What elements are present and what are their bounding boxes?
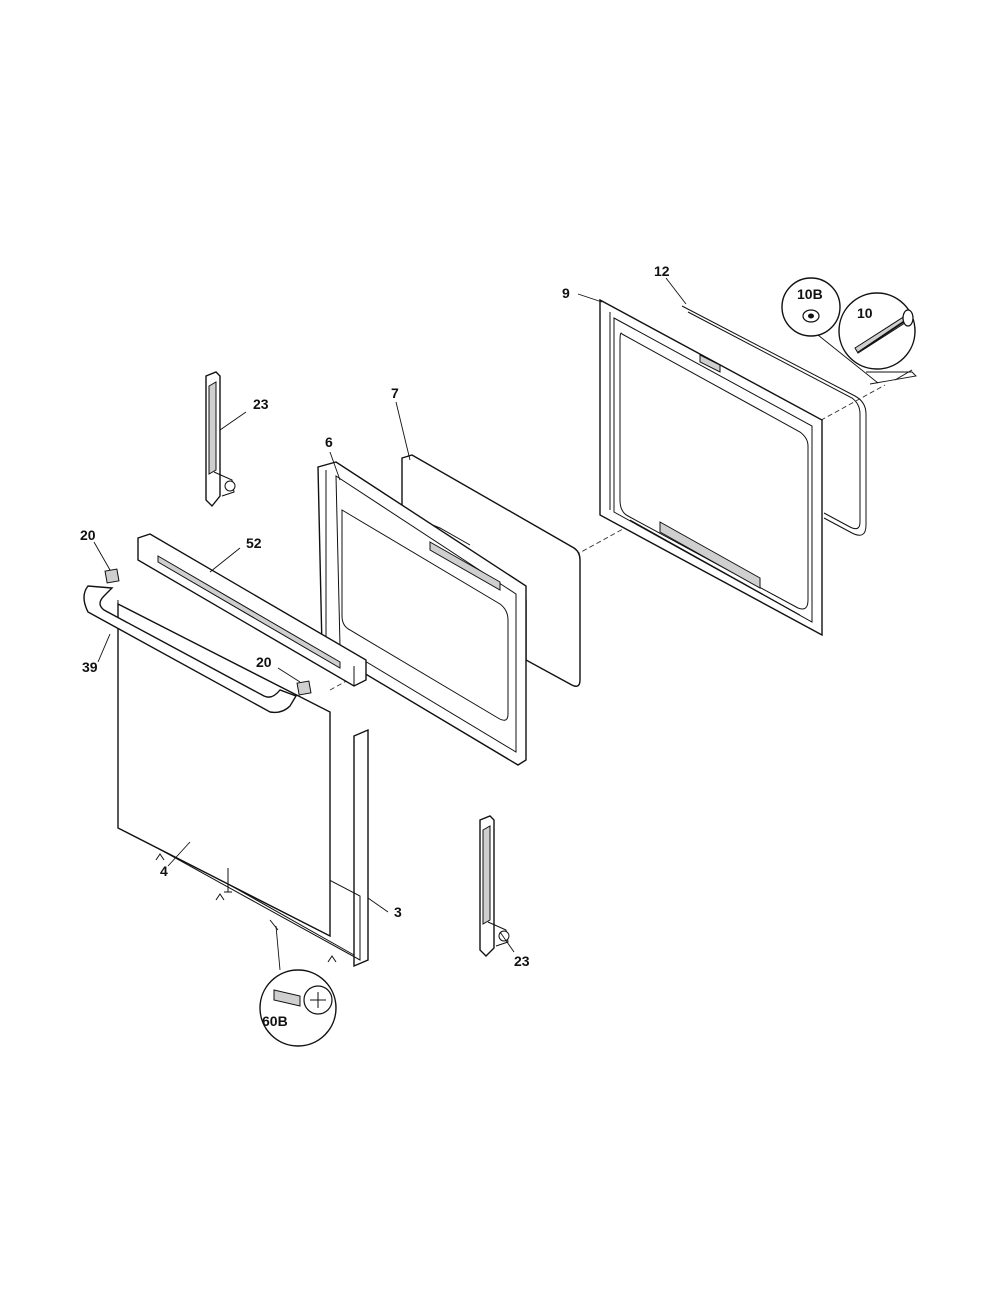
callout-52: 52 — [246, 535, 262, 551]
leader-3 — [367, 897, 389, 913]
callout-9: 9 — [562, 285, 570, 301]
callout-20-left: 20 — [80, 527, 96, 543]
part-inner-door-liner — [599, 298, 823, 637]
part-hinge-top — [205, 371, 236, 508]
part-door-gasket — [681, 305, 867, 536]
callout-3: 3 — [394, 904, 402, 920]
callout-7: 7 — [391, 385, 399, 401]
callout-10b: 10B — [797, 286, 823, 302]
callout-39: 39 — [82, 659, 98, 675]
part-end-cap-left — [104, 568, 120, 584]
part-door-glass — [117, 602, 331, 938]
part-door-trim — [137, 533, 367, 687]
fastener-mark-3 — [327, 955, 337, 963]
callout-23-bottom: 23 — [514, 953, 530, 969]
leader-6 — [329, 451, 341, 481]
fastener-mark-2 — [215, 893, 225, 901]
part-door-handle — [83, 585, 298, 714]
part-screw-detail — [838, 292, 916, 370]
callout-60b: 60B — [262, 1013, 288, 1029]
callout-6: 6 — [325, 434, 333, 450]
part-inner-frame — [317, 461, 527, 766]
washer-screw-leader — [817, 334, 917, 385]
leader-52 — [209, 547, 241, 573]
callout-23-top: 23 — [253, 396, 269, 412]
leader-9 — [577, 293, 603, 303]
leader-12 — [665, 277, 687, 305]
part-door-screw-detail — [259, 969, 337, 1047]
part-hinge-bottom — [479, 815, 510, 957]
callout-10: 10 — [857, 305, 873, 321]
leader-39 — [97, 633, 111, 663]
callout-20-mid: 20 — [256, 654, 272, 670]
callout-12: 12 — [654, 263, 670, 279]
part-washer-detail — [781, 277, 841, 337]
part-end-cap-right — [296, 680, 312, 696]
leader-7 — [395, 401, 411, 461]
callout-4: 4 — [160, 863, 168, 879]
leader-20-left — [93, 541, 111, 571]
leader-23-bottom — [499, 931, 515, 953]
leader-4 — [167, 841, 191, 867]
leader-20-mid — [277, 667, 301, 683]
leader-23-top — [219, 411, 247, 431]
screw-60b-leader — [275, 925, 281, 971]
fastener-mark-1 — [155, 853, 165, 861]
